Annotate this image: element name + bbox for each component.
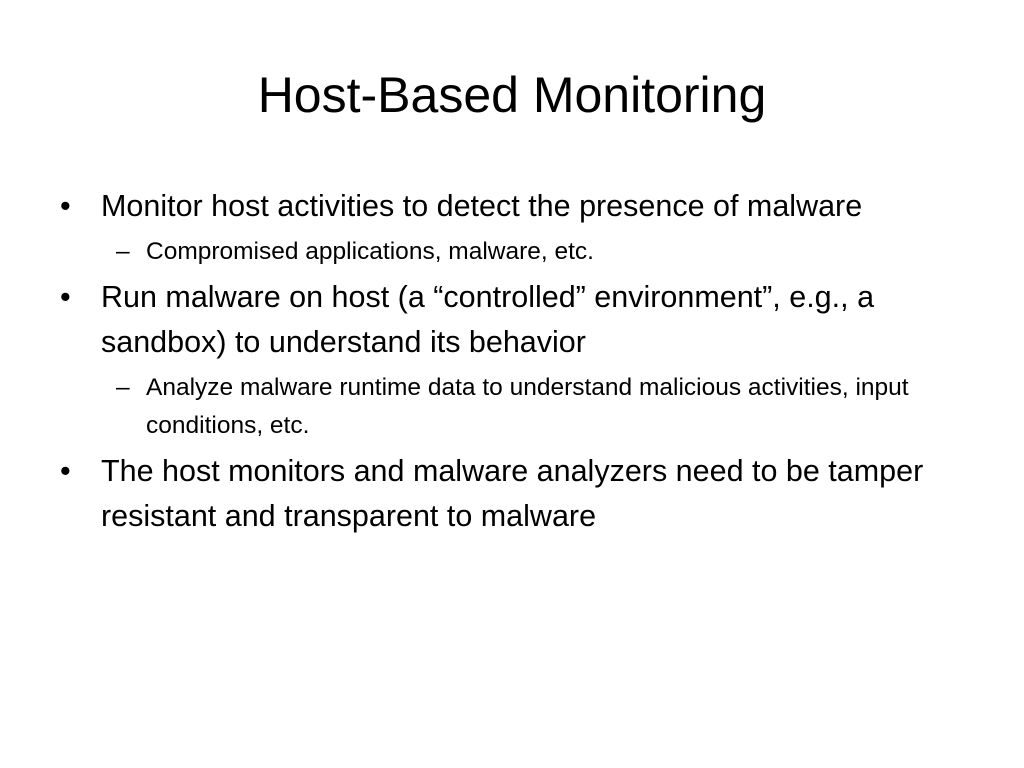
bullet-item: • Monitor host activities to detect the …	[58, 184, 988, 229]
bullet-item: • The host monitors and malware analyzer…	[58, 449, 988, 539]
bullet-item: • Run malware on host (a “controlled” en…	[58, 275, 988, 365]
slide-body: • Monitor host activities to detect the …	[58, 184, 988, 539]
bullet-text: Run malware on host (a “controlled” envi…	[101, 280, 875, 359]
sub-bullet-item: – Analyze malware runtime data to unders…	[58, 369, 988, 445]
bullet-text: Monitor host activities to detect the pr…	[101, 189, 863, 223]
slide-title: Host-Based Monitoring	[257, 67, 767, 123]
sub-bullet-marker: –	[116, 238, 130, 265]
sub-bullet-marker: –	[116, 374, 130, 401]
bullet-text: The host monitors and malware analyzers …	[101, 454, 924, 533]
bullet-marker: •	[60, 280, 71, 314]
bullet-marker: •	[60, 454, 71, 488]
bullet-marker: •	[60, 189, 71, 223]
sub-bullet-text: Analyze malware runtime data to understa…	[146, 374, 909, 439]
sub-bullet-item: – Compromised applications, malware, etc…	[58, 233, 988, 271]
sub-bullet-text: Compromised applications, malware, etc.	[146, 238, 594, 265]
